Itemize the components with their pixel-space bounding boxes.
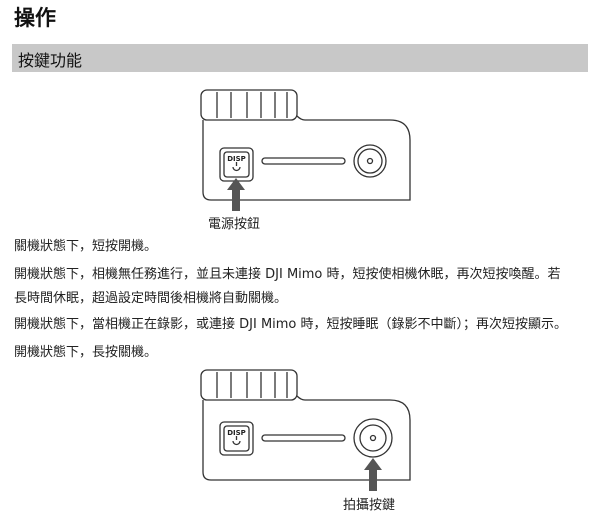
arrow-icon (227, 178, 245, 211)
camera-illustration-shutter: DISP (200, 369, 411, 491)
paragraph: 關機狀態下，短按開機。 (14, 239, 158, 254)
arrow-icon (364, 458, 382, 491)
paragraph: 長時間休眠，超過設定時間後相機將自動關機。 (14, 291, 288, 306)
power-button-caption: 電源按鈕 (208, 217, 261, 232)
paragraph: 開機狀態下，長按關機。 (14, 345, 158, 360)
paragraph: 開機狀態下，相機無任務進行，並且未連接 DJI Mimo 時，短按使相機休眠，再… (14, 267, 561, 282)
section-title: 按鍵功能 (18, 51, 83, 70)
shutter-button-caption: 拍攝按鍵 (343, 498, 396, 513)
disp-label: DISP (227, 155, 246, 163)
disp-label: DISP (227, 429, 246, 437)
camera-illustration-power: DISP (200, 89, 411, 211)
paragraph: 開機狀態下，當相機正在錄影，或連接 DJI Mimo 時，短按睡眠（錄影不中斷）… (14, 317, 568, 332)
section-header: 按鍵功能 (12, 44, 588, 72)
page-title: 操作 (14, 6, 56, 30)
